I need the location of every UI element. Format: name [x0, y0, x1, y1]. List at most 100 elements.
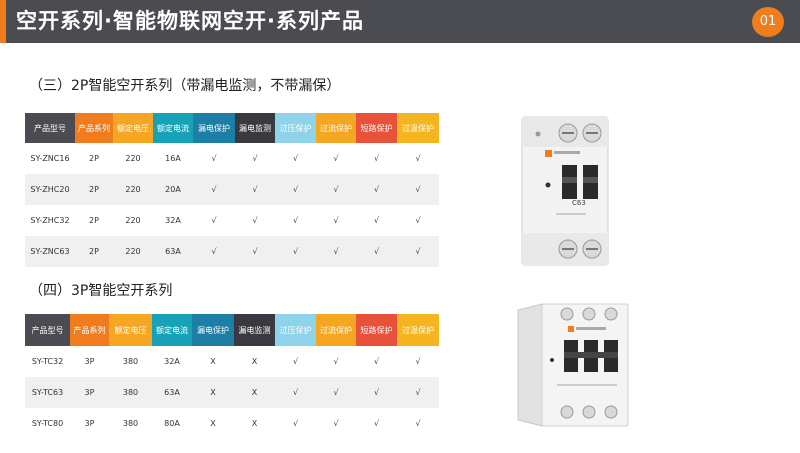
spec-table-2p: 产品型号 产品系列 额定电压 额定电流 漏电保护 漏电监测 过压保护 过流保护 … — [25, 113, 439, 267]
table-cell: √ — [292, 154, 299, 163]
header-cell: 产品系列 — [70, 314, 109, 346]
header-cell: 过温保护 — [397, 314, 439, 346]
table-cell: √ — [415, 216, 421, 225]
table-row: SY-ZNC63 2P 220 63A √ √ √ √ √ √ — [25, 236, 439, 267]
table-cell: √ — [211, 216, 217, 225]
table-cell: 3P — [70, 377, 109, 408]
table-cell: 3P — [84, 357, 95, 366]
table-cell: √ — [333, 357, 339, 366]
table-cell: √ — [333, 419, 339, 428]
table-cell: √ — [356, 236, 397, 267]
header-accent — [0, 0, 6, 43]
table-cell: X — [234, 377, 275, 408]
header-cell: 额定电流 — [153, 113, 193, 143]
table-row: SY-TC80 3P 380 80A X X √ √ √ √ — [25, 408, 439, 439]
table-cell: √ — [373, 419, 380, 428]
table-cell: √ — [275, 236, 316, 267]
table-cell: 2P — [89, 154, 99, 163]
table-cell: √ — [415, 154, 421, 163]
table-cell: 220 — [113, 236, 153, 267]
table-cell: SY-TC80 — [31, 419, 64, 428]
table-row: SY-TC63 3P 380 63A X X √ √ √ √ — [25, 377, 439, 408]
header-cell: 产品型号 — [25, 113, 75, 143]
table-row: SY-TC32 3P 380 32A X X √ √ √ √ — [25, 346, 439, 377]
table-header-row: 产品型号 产品系列 额定电压 额定电流 漏电保护 漏电监测 过压保护 过流保护 … — [25, 113, 439, 143]
table-cell: √ — [292, 216, 299, 225]
header-cell: 短路保护 — [356, 113, 397, 143]
table-cell: 80A — [164, 419, 180, 428]
header-bar: 空开系列·智能物联网空开·系列产品 — [0, 0, 800, 43]
table-cell: X — [192, 377, 234, 408]
table-cell: √ — [316, 174, 356, 205]
table-cell: √ — [193, 174, 235, 205]
table-cell: 32A — [164, 357, 180, 366]
table-cell: SY-ZNC63 — [25, 236, 75, 267]
table-cell: X — [251, 419, 258, 428]
spec-table-3p: 产品型号 产品系列 额定电压 额定电流 漏电保护 漏电监测 过压保护 过流保护 … — [25, 314, 439, 439]
table-cell: √ — [397, 377, 439, 408]
table-row: SY-ZHC20 2P 220 20A √ √ √ √ √ √ — [25, 174, 439, 205]
table-cell: 220 — [125, 154, 141, 163]
table-cell: 220 — [125, 216, 141, 225]
breaker-2p-image: C63 — [521, 116, 609, 266]
header-cell: 产品型号 — [25, 314, 70, 346]
table-cell: √ — [193, 236, 235, 267]
header-cell: 过流保护 — [316, 113, 356, 143]
table-cell: √ — [252, 154, 258, 163]
table-cell: √ — [292, 419, 299, 428]
section-title-3p: （四）3P智能空开系列 — [29, 283, 173, 299]
table-cell: √ — [275, 377, 316, 408]
table-cell: √ — [333, 154, 339, 163]
table-cell: √ — [316, 377, 356, 408]
header-cell: 额定电流 — [152, 314, 192, 346]
header-cell: 过压保护 — [275, 113, 316, 143]
table-cell: X — [210, 419, 216, 428]
header-cell: 产品系列 — [75, 113, 113, 143]
table-cell: √ — [373, 357, 380, 366]
table-cell: 63A — [152, 377, 192, 408]
table-cell: 63A — [153, 236, 193, 267]
table-cell: √ — [235, 236, 275, 267]
table-cell: √ — [235, 174, 275, 205]
header-cell: 漏电监测 — [234, 314, 275, 346]
table-cell: SY-ZNC16 — [30, 154, 70, 163]
header-cell: 短路保护 — [356, 314, 397, 346]
table-cell: √ — [397, 236, 439, 267]
table-cell: 3P — [84, 419, 95, 428]
table-cell: X — [251, 357, 258, 366]
table-cell: 2P — [75, 174, 113, 205]
table-cell: 220 — [113, 174, 153, 205]
header-cell: 漏电保护 — [192, 314, 234, 346]
header-cell: 漏电保护 — [193, 113, 235, 143]
table-cell: √ — [316, 236, 356, 267]
table-cell: 20A — [153, 174, 193, 205]
table-cell: √ — [275, 174, 316, 205]
table-cell: √ — [373, 216, 380, 225]
breaker-3p-image — [517, 303, 629, 427]
table-cell: X — [210, 357, 216, 366]
table-cell: 380 — [122, 357, 139, 366]
table-cell: √ — [415, 357, 421, 366]
table-cell: SY-ZHC20 — [25, 174, 75, 205]
section-title-2p: （三）2P智能空开系列（带漏电监测，不带漏保） — [29, 78, 341, 94]
header-cell: 额定电压 — [109, 314, 152, 346]
table-cell: √ — [373, 154, 380, 163]
table-cell: 2P — [75, 236, 113, 267]
table-cell: √ — [415, 419, 421, 428]
table-cell: 32A — [165, 216, 181, 225]
page-number-badge: 01 — [752, 7, 784, 37]
table-cell: √ — [356, 377, 397, 408]
table-cell: √ — [211, 154, 217, 163]
table-header-row: 产品型号 产品系列 额定电压 额定电流 漏电保护 漏电监测 过压保护 过流保护 … — [25, 314, 439, 346]
header-cell: 额定电压 — [113, 113, 153, 143]
table-row: SY-ZNC16 2P 220 16A √ √ √ √ √ √ — [25, 143, 439, 174]
table-cell: √ — [252, 216, 258, 225]
table-cell: √ — [397, 174, 439, 205]
table-cell: 16A — [165, 154, 181, 163]
header-cell: 过压保护 — [275, 314, 316, 346]
table-row: SY-ZHC32 2P 220 32A √ √ √ √ √ √ — [25, 205, 439, 236]
table-cell: SY-ZHC32 — [30, 216, 70, 225]
header-cell: 过流保护 — [316, 314, 356, 346]
breaker-rating-label: C63 — [572, 199, 586, 207]
header-cell: 过温保护 — [397, 113, 439, 143]
